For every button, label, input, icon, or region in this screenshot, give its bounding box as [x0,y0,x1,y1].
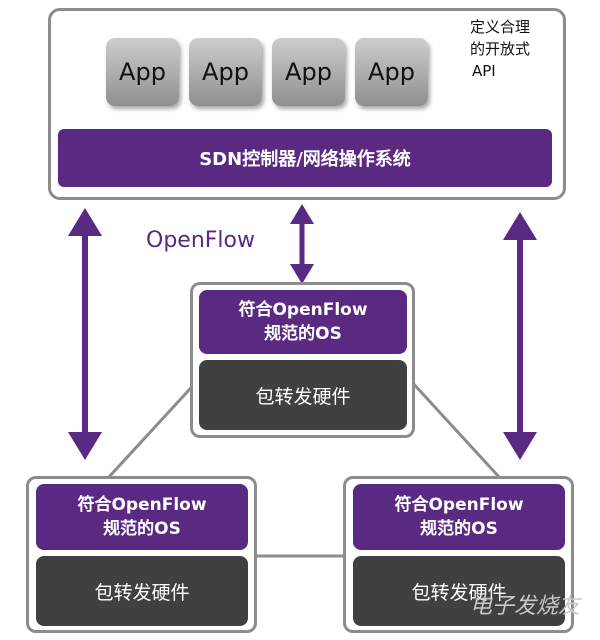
os-label-line-2: 规范的OS [264,324,342,344]
switch-center-os: 符合OpenFlow 规范的OS [199,290,407,354]
app-box-4: App [355,38,428,106]
app-label: App [285,58,332,86]
openflow-label: OpenFlow [146,228,255,253]
os-label-line-1: 符合OpenFlow [238,300,368,320]
switch-right-hardware: 包转发硬件 [353,556,565,626]
os-label-line-1: 符合OpenFlow [77,495,207,515]
hardware-label: 包转发硬件 [94,581,190,604]
arrow-center [290,204,314,284]
switch-left-hardware: 包转发硬件 [36,556,248,626]
switch-left-os: 符合OpenFlow 规范的OS [36,484,248,550]
api-label: 定义合理 的开放式 API [470,16,560,82]
sdn-controller-label: SDN控制器/网络操作系统 [199,149,411,170]
api-label-line-1: 定义合理 [470,18,531,36]
os-label-line-1: 符合OpenFlow [394,495,524,515]
link-center-left [106,376,202,480]
hardware-label: 包转发硬件 [411,581,507,604]
link-center-right [408,378,502,480]
app-label: App [119,58,166,86]
watermark: 电子发烧友 [470,594,581,619]
app-box-2: App [189,38,262,106]
app-label: App [368,58,415,86]
switch-right-os: 符合OpenFlow 规范的OS [353,484,565,550]
os-label-line-2: 规范的OS [103,519,181,539]
app-box-1: App [106,38,179,106]
api-label-line-2: 的开放式 [470,40,531,58]
arrow-right [503,212,537,460]
api-label-line-3: API [472,62,496,80]
app-label: App [202,58,249,86]
arrow-left [68,208,102,460]
sdn-controller-bar: SDN控制器/网络操作系统 [58,129,552,187]
hardware-label: 包转发硬件 [255,385,351,408]
os-label-line-2: 规范的OS [420,519,498,539]
switch-center-hardware: 包转发硬件 [199,360,407,430]
app-box-3: App [272,38,345,106]
